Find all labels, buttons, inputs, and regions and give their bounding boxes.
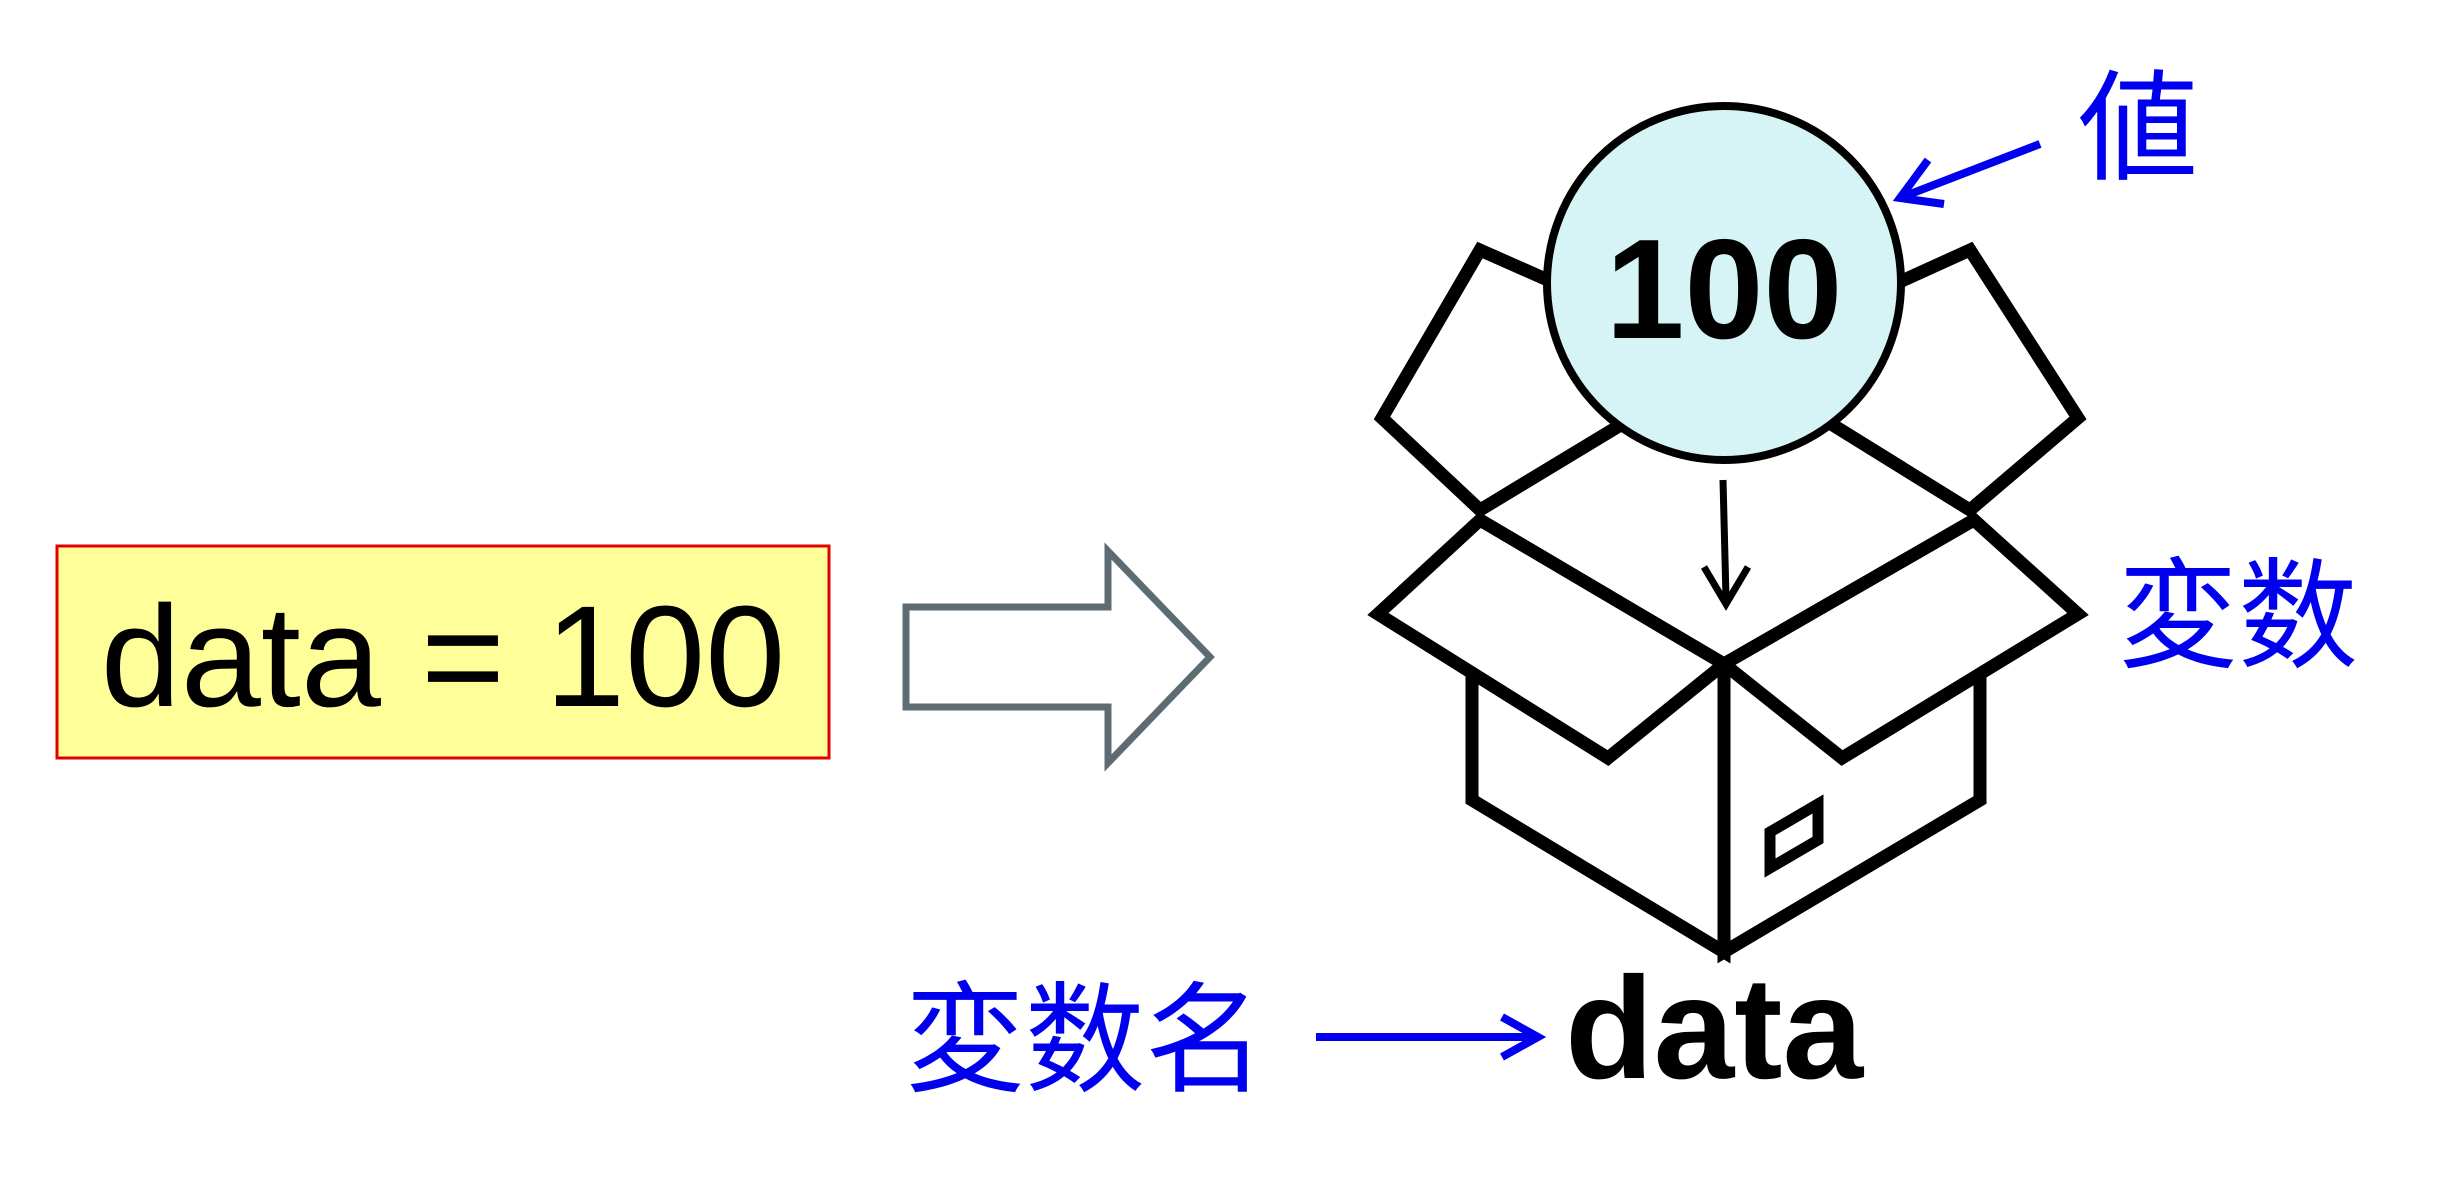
box-label-sticker <box>1764 794 1824 878</box>
hollow-right-arrow-icon <box>902 542 1215 772</box>
value-label: 値 <box>2078 60 2198 199</box>
code-box-background <box>55 544 831 760</box>
value-text: 100 <box>1606 210 1843 369</box>
variable-name-label-group: 変数名 data <box>905 947 1865 1111</box>
box-front-left-flap <box>1367 511 1736 766</box>
variable-name-label: 変数名 <box>905 972 1265 1111</box>
code-text: data = 100 <box>101 576 786 737</box>
value-pointer-arrowhead-icon <box>1892 157 1945 208</box>
open-cardboard-box-icon <box>1367 241 2089 964</box>
box-front-right-flap <box>1712 512 2089 766</box>
value-ball: 100 <box>1543 102 1905 464</box>
variable-label: 変数 <box>2118 548 2358 687</box>
variable-name-text: data <box>1565 947 1865 1109</box>
drop-arrow-icon <box>1700 479 1752 611</box>
variable-name-pointer-arrowhead-icon <box>1500 1013 1547 1061</box>
value-circle <box>1543 102 1905 464</box>
value-label-group: 値 <box>1892 60 2198 208</box>
code-box: data = 100 <box>55 544 831 760</box>
value-pointer-arrow-icon <box>1903 140 2042 200</box>
